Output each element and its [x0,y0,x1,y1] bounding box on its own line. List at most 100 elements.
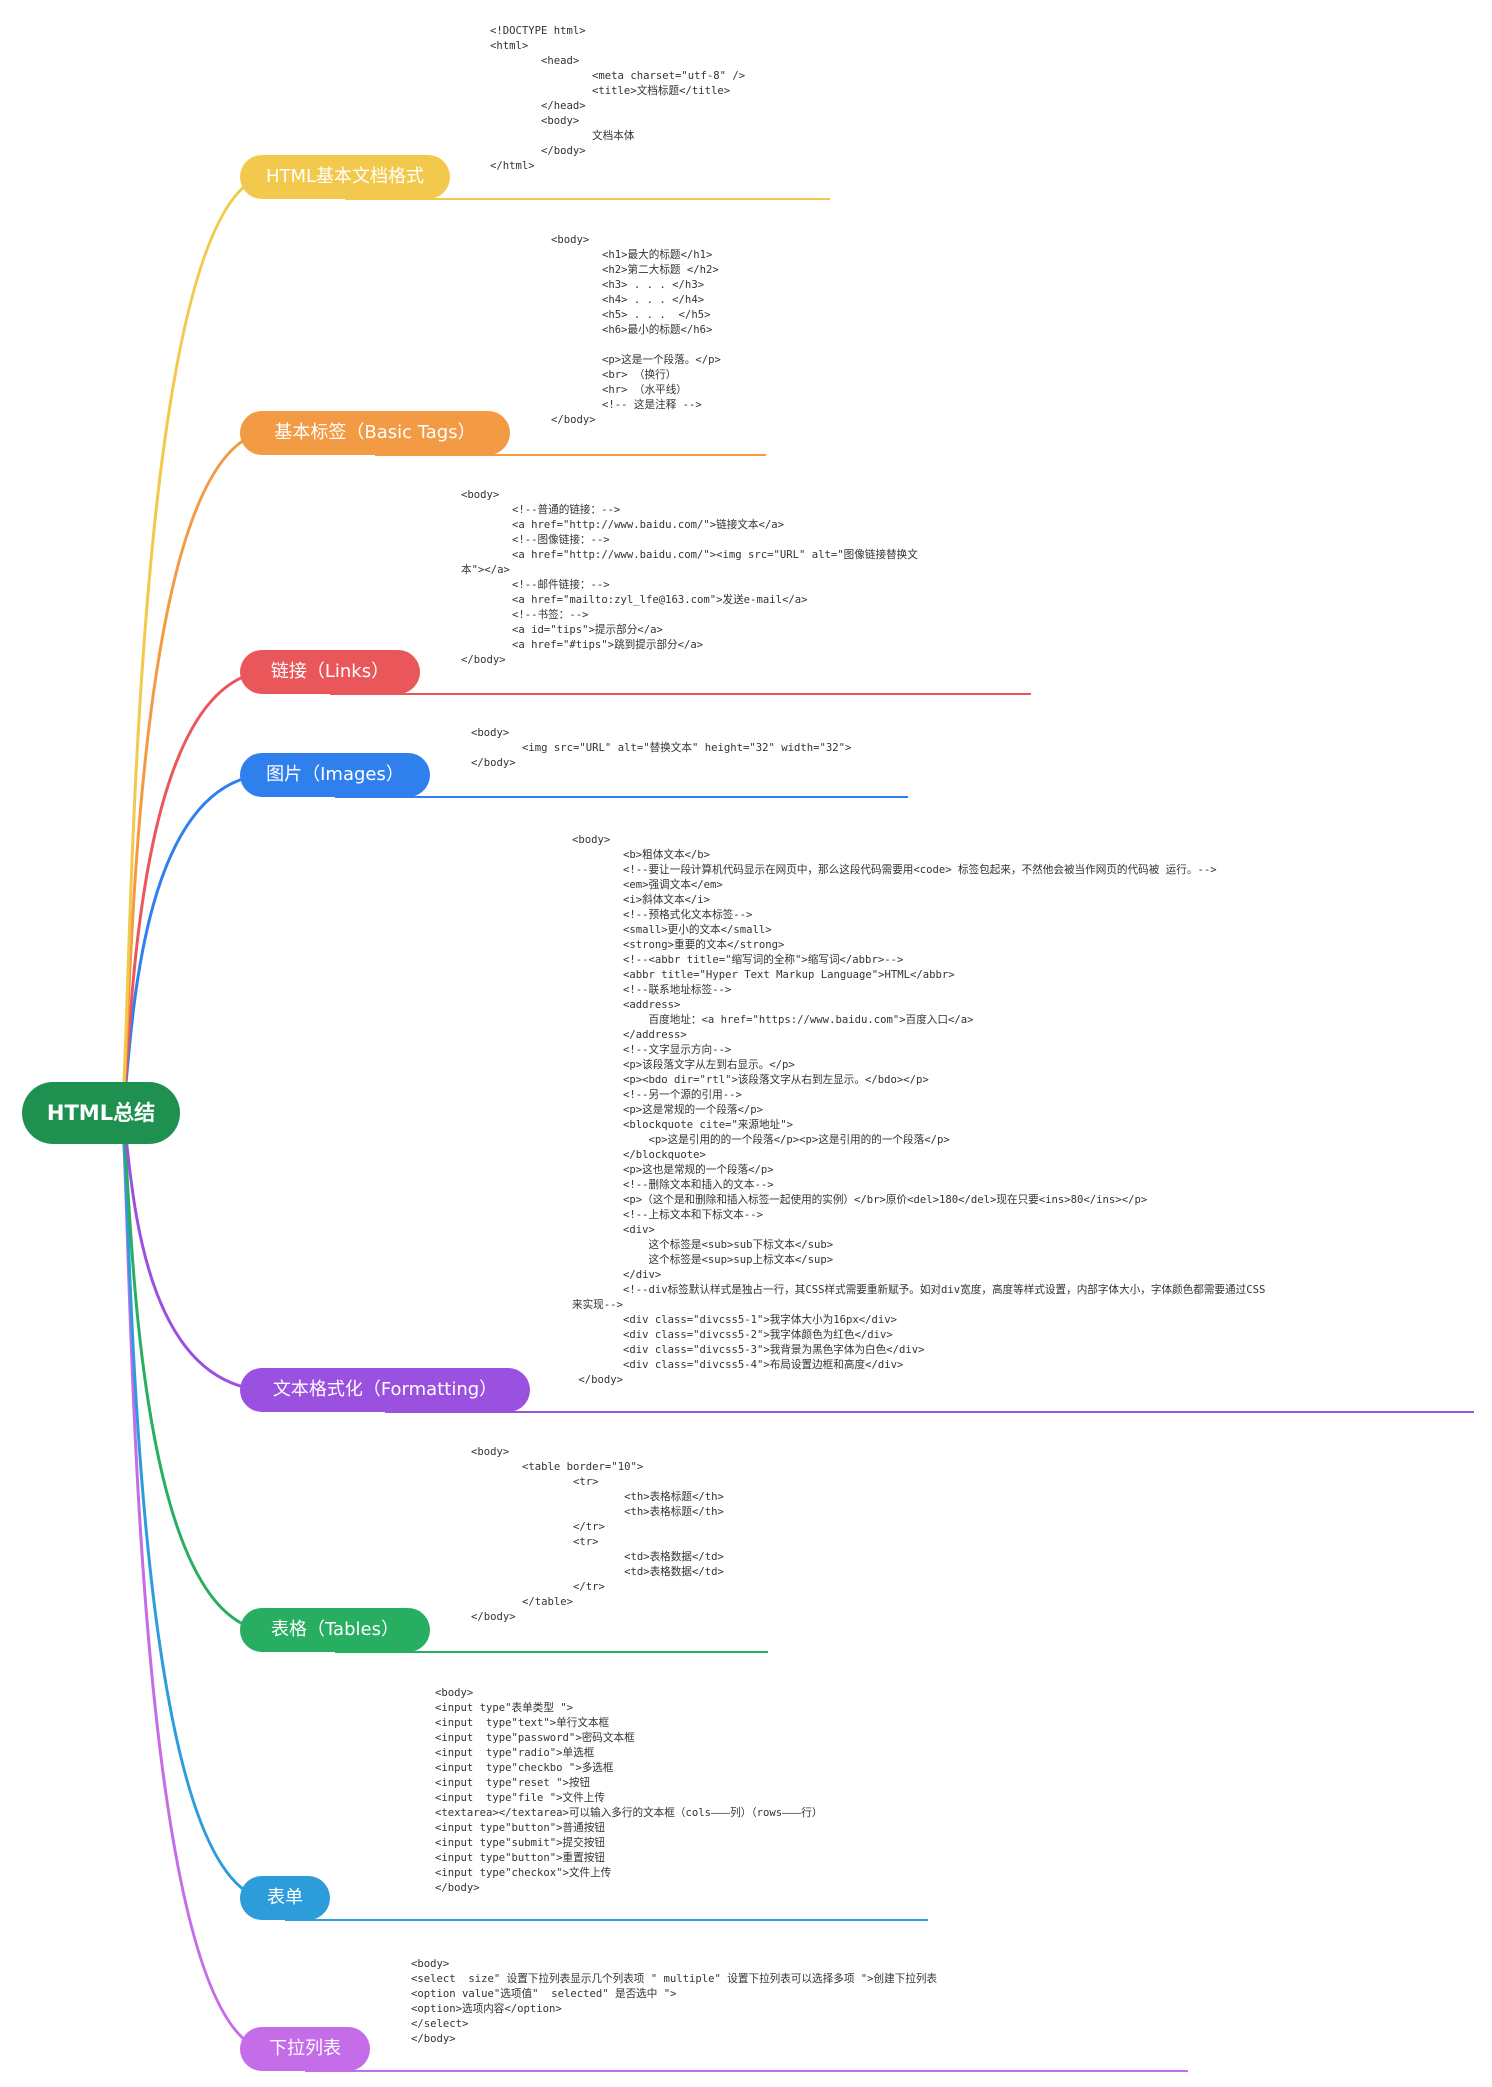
code-line: <p>（这个是和删除和插入标签一起使用的实例）</br>原价<del>180</… [572,1194,1148,1206]
code-line: <!--div标签默认样式是独占一行，其CSS样式需要重新赋予。如对div宽度，… [572,1284,1266,1296]
code-line: <head> [490,55,580,67]
code-line: </body> [411,2033,456,2045]
code-line: <input type"file ">文件上传 [435,1792,605,1804]
code-line: <input type"checkbo ">多选框 [435,1762,614,1774]
code-line: <b>粗体文本</b> [572,849,711,861]
code-line: <blockquote cite="来源地址"> [572,1119,793,1131]
code-line: <!--上标文本和下标文本--> [572,1209,764,1221]
code-line: </body> [435,1882,480,1894]
code-line: <!--要让一段计算机代码显示在网页中，那么这段代码需要用<code> 标签包起… [572,864,1217,876]
code-line: <p>该段落文字从左到右显示。</p> [572,1059,795,1071]
code-line: <textarea></textarea>可以输入多行的文本框（cols———列… [435,1807,823,1819]
code-line: <input type"reset ">按钮 [435,1777,591,1789]
branch-connector [120,1112,261,1392]
code-line: </head> [490,100,586,112]
code-block-basic-tags: <body> <h1>最大的标题</h1> <h2>第二大标题 </h2> <h… [551,233,721,428]
code-line: <p>这是一个段落。</p> [551,354,721,366]
code-line: <img src="URL" alt="替换文本" height="32" wi… [471,742,852,754]
branch-connector [120,670,261,1114]
code-line: <div class="divcss5-4">布局设置边框和高度</div> [572,1359,904,1371]
root-node[interactable]: HTML总结 [22,1082,180,1144]
branch-node-forms[interactable]: 表单 [240,1876,330,1920]
code-line: 这个标签是<sub>sub下标文本</sub> [572,1239,834,1251]
code-line: <input type"checkox">文件上传 [435,1867,612,1879]
code-line: <!--图像链接：--> [461,534,610,546]
code-line: <!--另一个源的引用--> [572,1089,742,1101]
code-line: <div class="divcss5-1">我字体大小为16px</div> [572,1314,898,1326]
code-line: </tr> [471,1581,605,1593]
code-line: <!--书签：--> [461,609,589,621]
code-line: <input type"password">密码文本框 [435,1732,635,1744]
code-line: </html> [490,160,535,172]
code-line: <body> [490,115,580,127]
code-line: <p>这是常规的一个段落</p> [572,1104,764,1116]
code-line: <!--删除文本和插入的文本--> [572,1179,774,1191]
code-line: <abbr title="Hyper Text Markup Language"… [572,969,955,981]
code-line: <option>选项内容</option> [411,2003,562,2015]
code-line: <input type"表单类型 "> [435,1702,574,1714]
code-line: <h2>第二大标题 </h2> [551,264,719,276]
code-line: <p><bdo dir="rtl">该段落文字从右到左显示。</bdo></p> [572,1074,929,1086]
code-line: </table> [471,1596,574,1608]
branch-connector [120,773,261,1114]
code-line: </body> [471,1611,516,1623]
code-line: <td>表格数据</td> [471,1551,724,1563]
code-line: <body> [411,1958,450,1970]
branch-node-tables[interactable]: 表格（Tables） [240,1608,430,1652]
code-line: <input type"button">普通按钮 [435,1822,605,1834]
code-line: <select size" 设置下拉列表显示几个列表项 " multiple" … [411,1973,938,1985]
code-line: <body> [471,727,510,739]
code-line: <!--邮件链接：--> [461,579,610,591]
branch-node-formatting[interactable]: 文本格式化（Formatting） [240,1368,530,1412]
code-line: <body> [551,234,590,246]
code-line: <strong>重要的文本</strong> [572,939,785,951]
code-line: <a href="http://www.baidu.com/">链接文本</a> [461,519,785,531]
code-line: <p>这是引用的的一个段落</p><p>这是引用的的一个段落</p> [572,1134,950,1146]
code-line: <!DOCTYPE html> [490,25,586,37]
code-line: <h1>最大的标题</h1> [551,249,713,261]
code-line: </div> [572,1269,662,1281]
code-line: <th>表格标题</th> [471,1491,724,1503]
code-line: 来实现--> [572,1299,623,1311]
branch-connector [120,175,261,1114]
code-line: </address> [572,1029,687,1041]
code-line: </body> [572,1374,624,1386]
branch-node-basic-tags[interactable]: 基本标签（Basic Tags） [240,411,510,455]
code-line: <small>更小的文本</small> [572,924,772,936]
code-line: <title>文档标题</title> [490,85,731,97]
code-line: 文档本体 [490,130,635,142]
code-line: <!--普通的链接：--> [461,504,621,516]
code-line: <!--预格式化文本标签--> [572,909,753,921]
branch-connector [120,1112,261,1900]
code-line: <input type"button">重置按钮 [435,1852,605,1864]
code-line: </body> [551,414,596,426]
code-line: <table border="10"> [471,1461,644,1473]
branch-node-dropdown[interactable]: 下拉列表 [240,2027,370,2071]
code-line: <input type"radio">单选框 [435,1747,595,1759]
code-line: <div class="divcss5-2">我字体颜色为红色</div> [572,1329,893,1341]
code-line: <body> [572,834,611,846]
branch-node-images[interactable]: 图片（Images） [240,753,430,797]
code-block-formatting: <body> <b>粗体文本</b> <!--要让一段计算机代码显示在网页中，那… [572,833,1265,1388]
code-line: <div> [572,1224,655,1236]
branch-node-html-basic-format[interactable]: HTML基本文档格式 [240,155,450,199]
code-line: <!-- 这是注释 --> [551,399,702,411]
code-line: </select> [411,2018,469,2030]
code-line: <input type"submit">提交按钮 [435,1837,605,1849]
code-line: <a href="mailto:zyl_lfe@163.com">发送e-mai… [461,594,808,606]
branch-node-links[interactable]: 链接（Links） [240,650,420,694]
code-block-links: <body> <!--普通的链接：--> <a href="http://www… [461,488,918,668]
branch-connector [120,1112,261,2051]
code-line: <html> [490,40,529,52]
code-line: <i>斜体文本</i> [572,894,711,906]
code-line: <hr> （水平线） [551,384,687,396]
code-block-tables: <body> <table border="10"> <tr> <th>表格标题… [471,1445,724,1625]
code-line: <a id="tips">提示部分</a> [461,624,663,636]
code-block-images: <body> <img src="URL" alt="替换文本" height=… [471,726,851,771]
code-line: <body> [461,489,500,501]
code-line: <p>这也是常规的一个段落</p> [572,1164,774,1176]
code-line: <input type"text">单行文本框 [435,1717,610,1729]
code-line: <address> [572,999,681,1011]
code-line: <h4> . . . </h4> [551,294,705,306]
